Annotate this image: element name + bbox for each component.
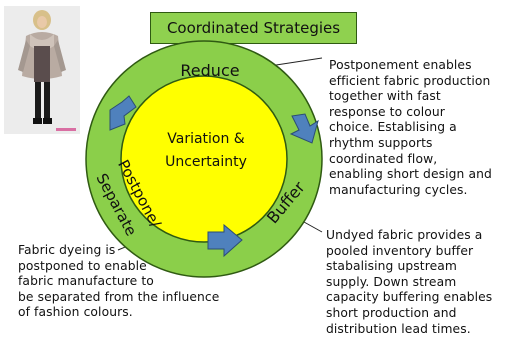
- note-line: capacity buffering enables: [326, 290, 493, 305]
- note-line: response to colour: [329, 104, 445, 119]
- note-line: supply. Down stream: [326, 274, 457, 289]
- center-text-line1: Variation &: [167, 131, 245, 147]
- reduce-label: Reduce: [180, 61, 239, 80]
- note-line: choice. Establising a: [329, 120, 457, 135]
- diagram-title: Coordinated Strategies: [166, 19, 341, 37]
- note-line: Postponement enables: [329, 58, 472, 72]
- note-line: Fabric dyeing is: [18, 243, 116, 257]
- title-box: Coordinated Strategies: [150, 12, 357, 44]
- note-line: enabling short design and: [329, 167, 492, 182]
- model-photo: [4, 6, 80, 134]
- note-line: distribution lead times.: [326, 321, 471, 336]
- center-circle: [120, 75, 288, 243]
- note-line: pooled inventory buffer: [326, 243, 474, 258]
- note-line: fabric manufacture to: [18, 274, 154, 289]
- note-line: efficient fabric production: [329, 73, 491, 88]
- fabric-dyeing-note: Fabric dyeing is postponed to enable fab…: [18, 243, 219, 321]
- note-line: rhythm supports: [329, 135, 433, 150]
- note-line: Undyed fabric provides a: [326, 228, 483, 242]
- note-line: postponed to enable: [18, 258, 147, 273]
- postponement-note: Postponement enables efficient fabric pr…: [329, 58, 492, 198]
- note-line: of fashion colours.: [18, 305, 133, 320]
- note-line: be separated from the influence: [18, 289, 220, 304]
- cycle-arrow-bottom: [207, 223, 243, 258]
- note-line: stabalising upstream: [326, 259, 457, 274]
- undyed-fabric-note: Undyed fabric provides a pooled inventor…: [326, 228, 492, 337]
- note-line: coordinated flow,: [329, 151, 438, 166]
- note-line: together with fast: [329, 89, 441, 104]
- cycle-arrow-right: [289, 113, 319, 144]
- center-text-line2: Uncertainty: [165, 154, 247, 170]
- note-line: manufacturing cycles.: [329, 182, 468, 197]
- cycle-arrow-left: [109, 95, 137, 131]
- note-line: short production and: [326, 305, 457, 320]
